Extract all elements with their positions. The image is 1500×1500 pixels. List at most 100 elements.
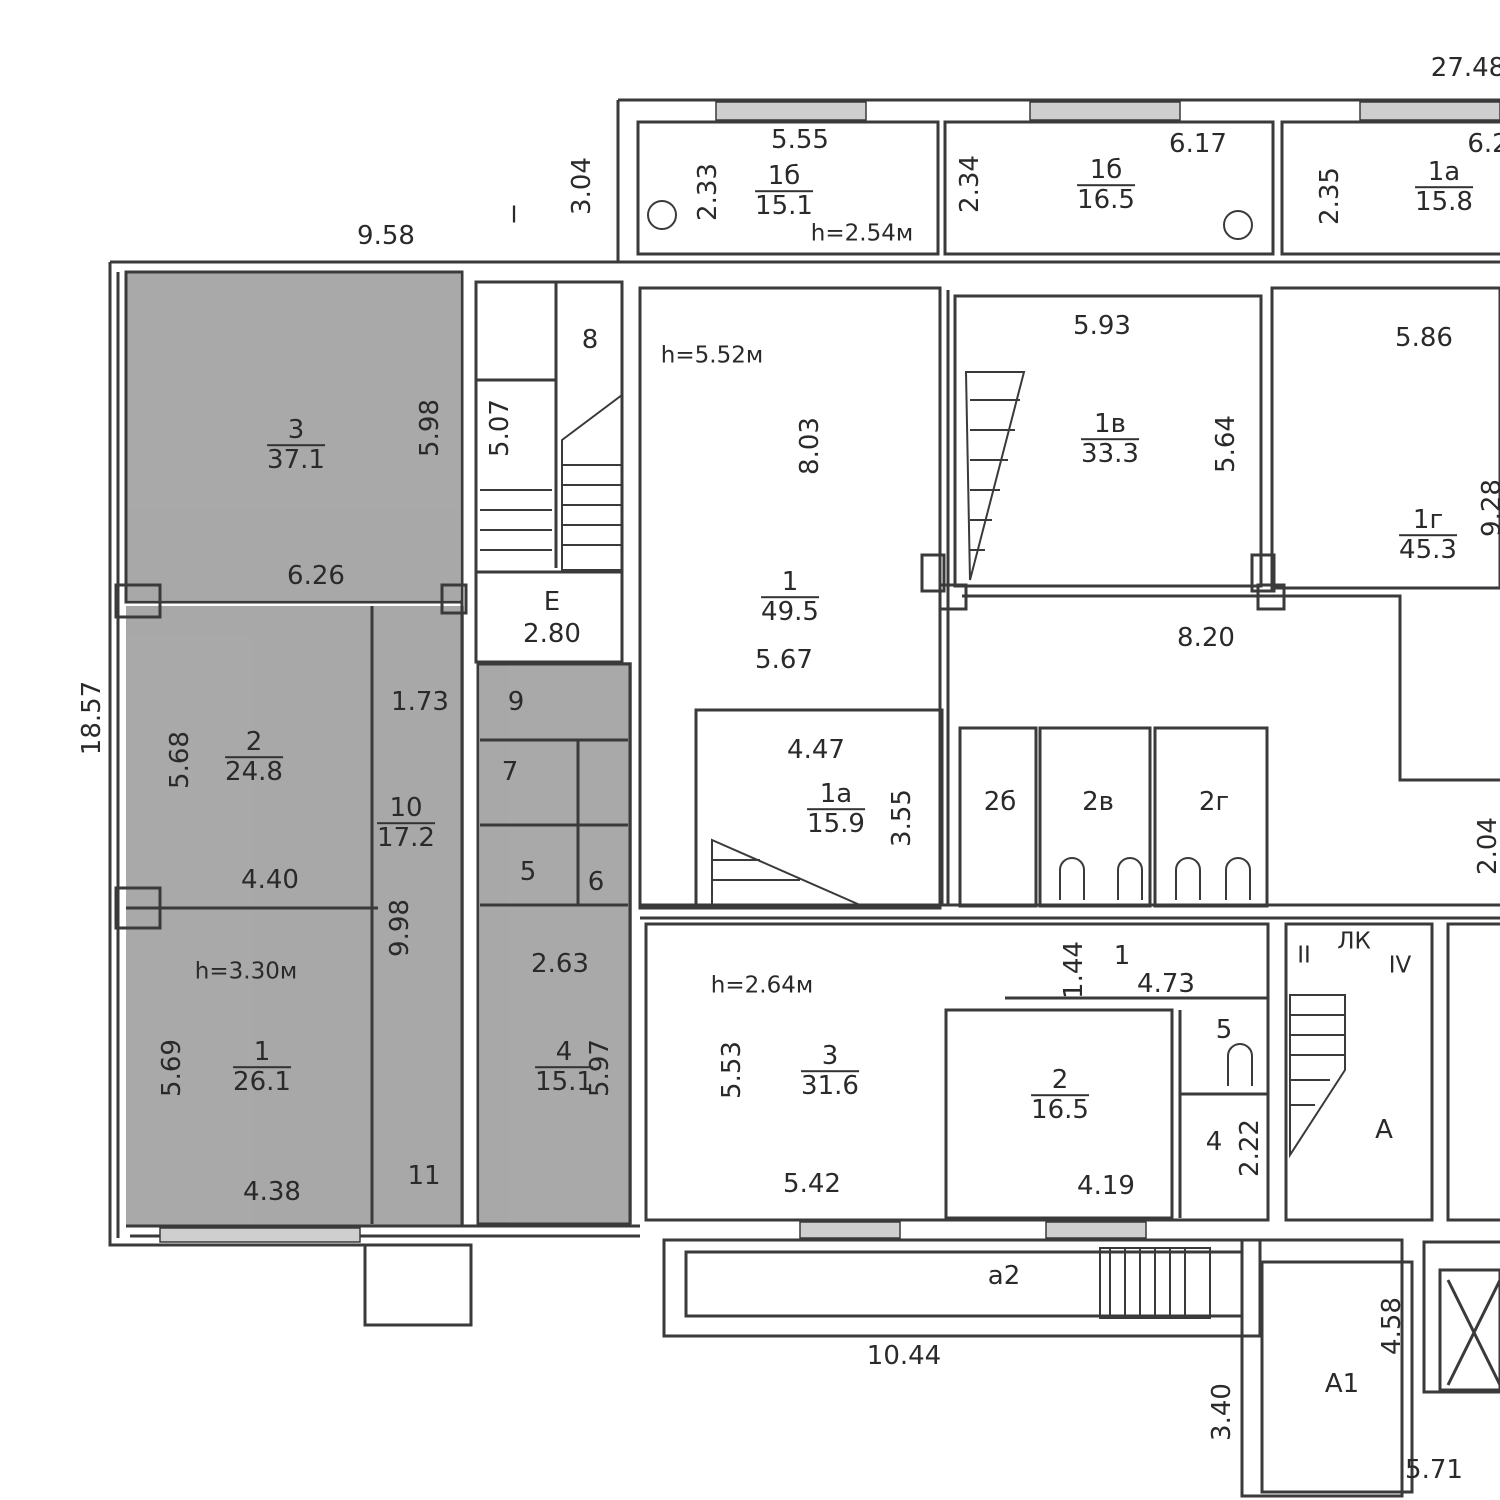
dim-144: 1.44 [1059,941,1089,999]
dim-62: 6.2 [1467,129,1500,159]
walls [108,98,1500,1498]
stairs [480,371,1346,1319]
dim-235: 2.35 [1315,167,1345,225]
dim-1044: 10.44 [866,1341,942,1371]
dim-234: 2.34 [955,155,985,213]
room-1a-mid: 1а 15.9 [807,779,865,840]
height-330: h=3.30м [194,958,298,985]
dim-438: 4.38 [243,1177,301,1207]
dim-998: 9.98 [385,899,415,957]
dim-803: 8.03 [795,417,825,475]
room-id: 2 [245,727,263,758]
label-iv: IV [1388,952,1412,979]
room-area: 15.1 [535,1066,593,1098]
dim-233: 2.33 [693,163,723,221]
dim-958: 9.58 [357,221,415,251]
dim-304: 3.04 [567,157,597,215]
label-a2: а2 [987,1261,1021,1291]
dim-204: 2.04 [1473,817,1500,875]
label-a: А [1375,1115,1393,1145]
room-1g: 1г 45.3 [1399,505,1457,565]
room-id: 1б [1089,155,1123,186]
dim-473: 4.73 [1137,969,1195,999]
dim-447: 4.47 [787,735,845,765]
room-1v-top: 1б 16.5 [1077,155,1135,216]
room-id: 4 [555,1037,573,1068]
label-2g: 2г [1198,787,1230,817]
height-552: h=5.52м [660,342,764,369]
dim-568: 5.68 [165,731,195,789]
dim-173: 1.73 [391,687,449,717]
label-5-low: 5 [1215,1015,1233,1045]
label-5-mid: 5 [519,857,537,887]
room-area: 17.2 [377,822,435,854]
dim-820: 8.20 [1177,623,1235,653]
dim-928: 9.28 [1477,479,1500,537]
room-id: 1а [819,779,853,810]
room-area: 15.1 [755,190,813,222]
room-area: 16.5 [1031,1094,1089,1126]
dim-564: 5.64 [1211,415,1241,473]
dim-569: 5.69 [157,1039,187,1097]
label-6: 6 [587,867,605,897]
dim-340: 3.40 [1207,1383,1237,1441]
dim-263: 2.63 [531,949,589,979]
height-254: h=2.54м [810,220,914,247]
dim-355: 3.55 [887,789,917,847]
dim-617: 6.17 [1169,129,1227,159]
dim-571: 5.71 [1405,1455,1463,1485]
dim-280: 2.80 [523,619,581,649]
room-area: 15.8 [1415,186,1473,218]
room-area: 16.5 [1077,184,1135,216]
room-id: 1 [781,567,799,598]
label-a1: А1 [1324,1369,1360,1399]
room-2: 2 24.8 [225,727,283,788]
dim-567: 5.67 [755,645,813,675]
room-3-low: 3 31.6 [801,1042,859,1102]
dim-top-total: 27.48 [1430,53,1500,83]
room-area: 49.5 [761,596,819,628]
label-4-low: 4 [1205,1127,1223,1157]
label-1-corridor: 1 [1113,941,1131,971]
dim-553: 5.53 [717,1041,747,1099]
dim-598: 5.98 [415,399,445,457]
dim-542: 5.42 [783,1169,841,1199]
dim-222: 2.22 [1235,1119,1265,1177]
room-area: 31.6 [801,1070,859,1102]
label-7: 7 [501,757,519,787]
dim-left-total: 18.57 [77,680,107,756]
room-id: 1в [1094,409,1126,440]
room-10: 10 17.2 [377,793,435,854]
label-lk: ЛК [1337,928,1371,955]
dim-458: 4.58 [1377,1297,1407,1355]
label-ii: II [1297,942,1311,969]
label-2b: 2б [983,787,1017,817]
toilet-fixtures [647,200,1253,1086]
label-stair-i: I [510,202,518,229]
room-2-low: 2 16.5 [1031,1066,1089,1126]
room-area: 33.3 [1081,438,1139,470]
dim-555: 5.55 [771,125,829,155]
dim-586: 5.86 [1395,323,1453,353]
room-id: 10 [389,793,423,824]
room-id: 1а [1427,157,1461,188]
label-2v: 2в [1082,787,1114,817]
room-area: 24.8 [225,756,283,788]
room-id: 1г [1412,505,1444,536]
label-8: 8 [581,325,599,355]
room-1v: 1в 33.3 [1081,409,1139,470]
height-264: h=2.64м [710,972,814,999]
dim-419: 4.19 [1077,1171,1135,1201]
room-1b-top: 1б 15.1 [755,162,813,222]
room-1-big: 1 49.5 [761,567,819,628]
label-e: Е [543,587,561,617]
room-1a-top: 1а 15.8 [1415,157,1473,218]
room-id: 3 [287,415,305,446]
room-1-left: 1 26.1 [233,1037,291,1097]
room-id: 1 [253,1037,271,1068]
dim-593: 5.93 [1073,311,1131,341]
room-4-left: 4 15.1 [535,1037,593,1098]
room-area: 15.9 [807,808,865,840]
windows [159,101,1500,1243]
label-9: 9 [507,687,525,717]
